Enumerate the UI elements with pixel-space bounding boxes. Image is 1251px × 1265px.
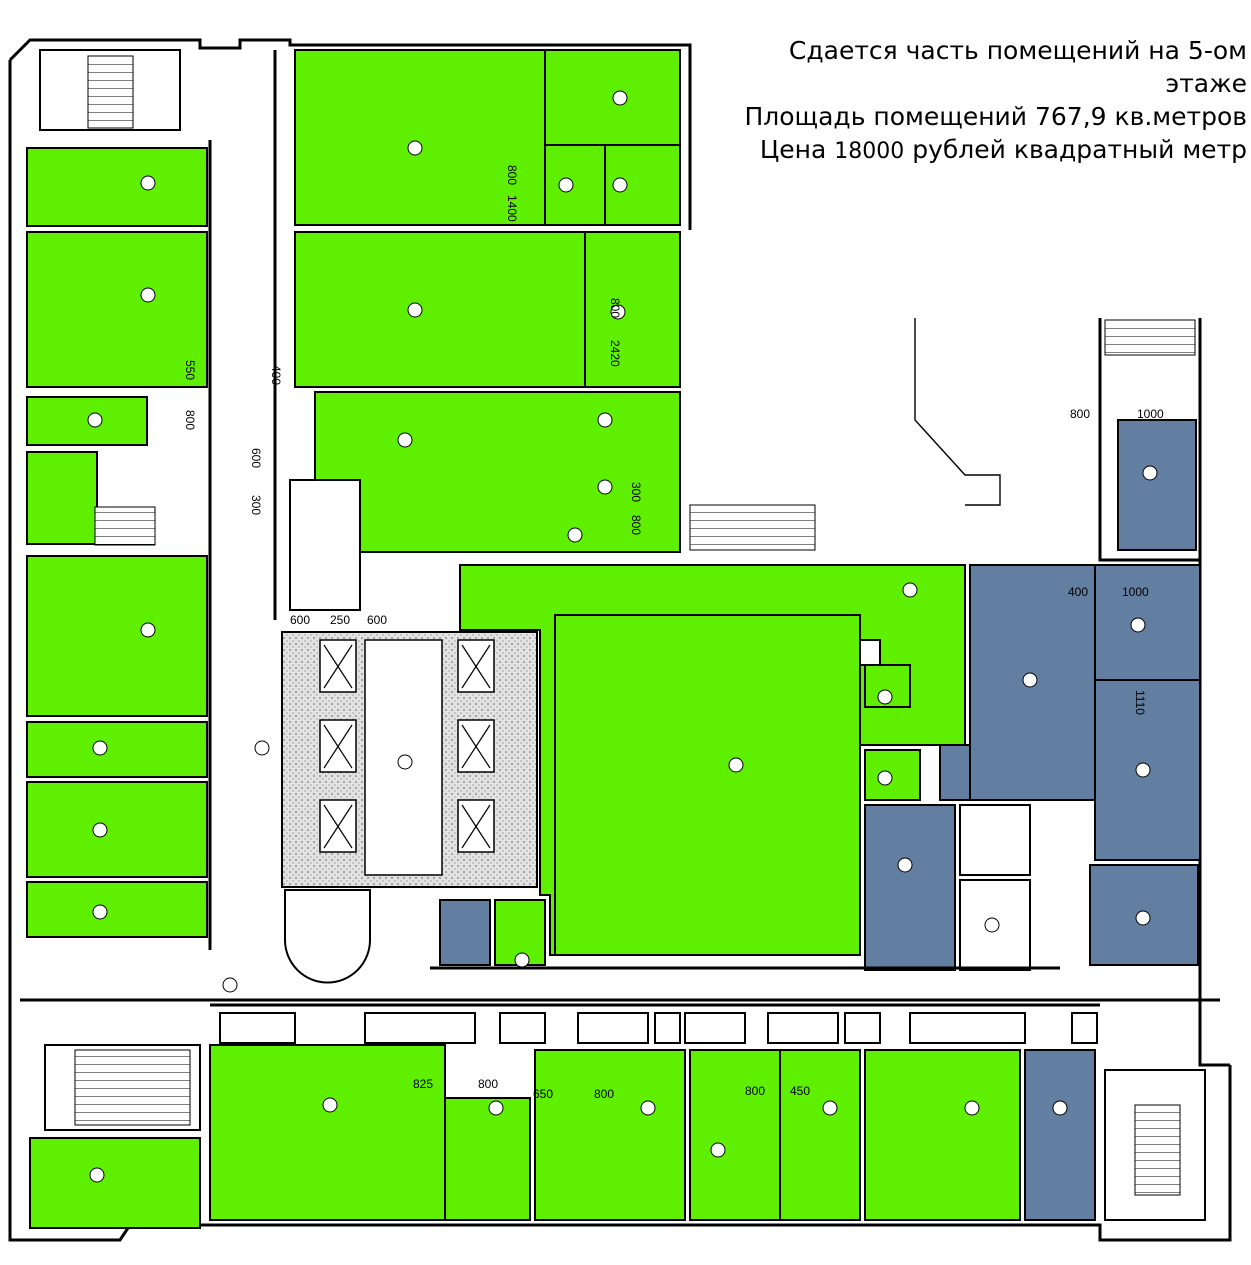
service-rooms [219,479,1098,1044]
room-mid-3 [314,391,681,553]
room-top-2 [544,49,681,146]
room-mid-1 [294,231,586,388]
dim-label: 1000 [1137,407,1164,421]
dim-label: 250 [330,613,350,627]
price-suffix: рублей квадратный метр [904,135,1247,164]
room-mid-2 [584,231,681,388]
dim-label: 800 [629,515,643,535]
room-left-5 [26,555,208,717]
listing-title-cont: этаже [1165,69,1247,98]
listing-info: Сдается часть помещений на 5-ом этаже Пл… [744,34,1247,168]
dim-label: 800 [1070,407,1090,421]
listing-title: Сдается часть помещений на 5-ом [788,36,1247,65]
room-top-3 [544,144,606,226]
room-bottom-4 [534,1049,686,1221]
corridor-walls [20,50,1220,1007]
available-rooms [26,49,1021,1229]
stairwells [39,49,1206,1221]
dim-label: 2420 [608,340,622,367]
dim-label: 1110 [1133,690,1147,715]
dim-label: 800 [183,410,197,430]
dim-label: 1400 [505,195,519,222]
dim-label: 800 [745,1084,765,1098]
dim-label: 300 [249,495,263,515]
dim-label: 800 [608,298,622,318]
room-bottom-1 [29,1137,201,1229]
price-prefix: Цена [759,135,835,164]
room-small-green-c [494,899,546,966]
dim-label: 600 [290,613,310,627]
dim-label: 800 [505,165,519,185]
room-left-1 [26,147,208,227]
room-left-7 [26,781,208,878]
dim-label: 600 [367,613,387,627]
dim-label: 550 [183,360,197,380]
dim-label: 400 [1068,585,1088,599]
dim-label: 600 [249,448,263,468]
room-blue-8 [1024,1049,1096,1221]
room-left-6 [26,721,208,778]
room-left-4 [26,451,98,545]
room-bottom-5 [689,1049,781,1221]
room-left-3 [26,396,148,446]
room-central-inner [554,614,861,956]
room-blue-3 [1094,564,1201,681]
room-small-green-b [864,749,921,801]
price-value: 18000 [834,139,905,164]
dim-label: 650 [533,1087,553,1101]
room-markers [87,90,1158,1183]
room-blue-1 [1117,419,1197,551]
listing-price: Цена 18000 рублей квадратный метр [744,133,1247,168]
room-left-8 [26,881,208,938]
room-bottom-6 [779,1049,861,1221]
room-bottom-7 [864,1049,1021,1221]
listing-area: Площадь помещений 767,9 кв.метров [744,102,1247,131]
dim-label: 400 [269,365,283,385]
building-outline [8,38,1232,1242]
room-left-2 [26,231,208,388]
dimension-labels: 800 1000 400 1000 600 250 600 825 800 65… [183,165,1164,1101]
room-bottom-2 [209,1044,446,1221]
room-blue-6 [864,804,956,971]
dim-label: 1000 [1122,585,1149,599]
room-top-1 [294,49,546,226]
dim-label: 800 [478,1077,498,1091]
room-blue-7 [439,899,491,966]
dim-label: 450 [790,1084,810,1098]
room-bottom-3 [444,1097,531,1221]
occupied-rooms [439,419,1201,1221]
dim-label: 825 [413,1077,433,1091]
dim-label: 300 [629,482,643,502]
dim-label: 800 [594,1087,614,1101]
